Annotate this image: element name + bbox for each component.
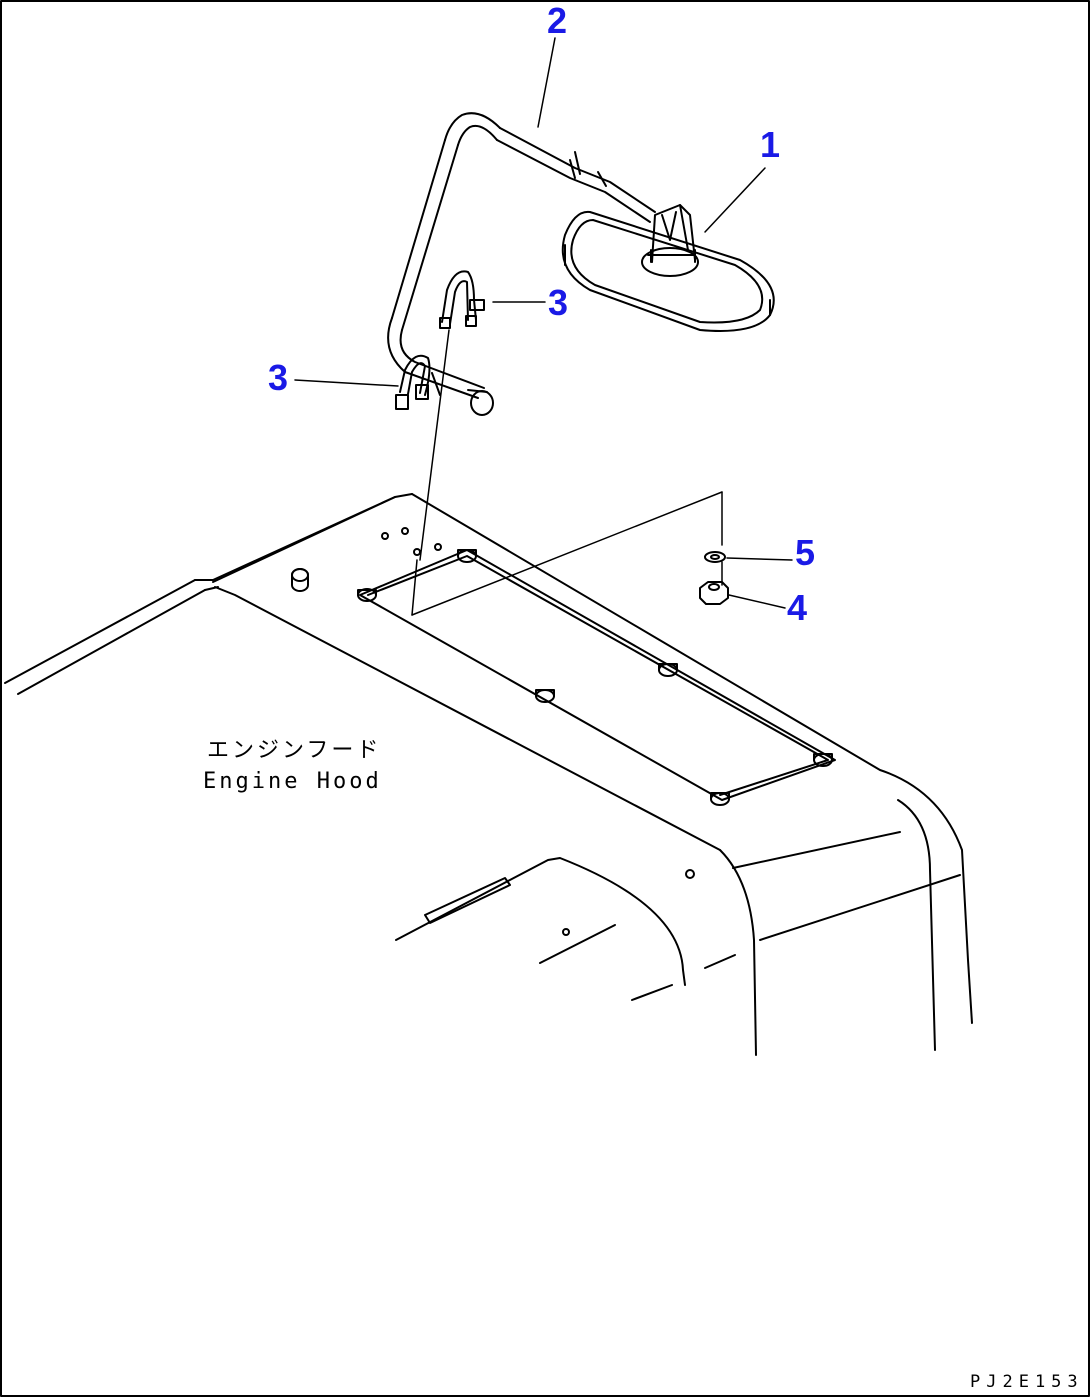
access-plate bbox=[291, 527, 836, 806]
washer-part-5 bbox=[704, 551, 726, 563]
callout-1: 1 bbox=[760, 124, 781, 165]
u-bolt-lower bbox=[395, 354, 441, 410]
plate-bolts bbox=[357, 549, 833, 806]
engine-hood-label-jp: エンジンフード bbox=[207, 738, 382, 763]
mirror-part-1 bbox=[561, 204, 775, 332]
assembly-lines bbox=[411, 329, 723, 616]
engine-hood-label-en: Engine Hood bbox=[203, 769, 382, 794]
mirror-stay-part-2 bbox=[387, 112, 656, 416]
leader-lines bbox=[294, 37, 793, 609]
callout-3-lower: 3 bbox=[268, 357, 289, 398]
callout-5: 5 bbox=[795, 532, 816, 573]
callout-2: 2 bbox=[547, 0, 568, 41]
nut-part-4 bbox=[699, 581, 729, 605]
engine-hood bbox=[4, 493, 973, 1056]
callout-4: 4 bbox=[787, 587, 808, 628]
callout-3-upper: 3 bbox=[548, 282, 569, 323]
u-bolt-upper bbox=[439, 270, 485, 329]
drawing-code: PJ2E153 bbox=[970, 1372, 1084, 1392]
